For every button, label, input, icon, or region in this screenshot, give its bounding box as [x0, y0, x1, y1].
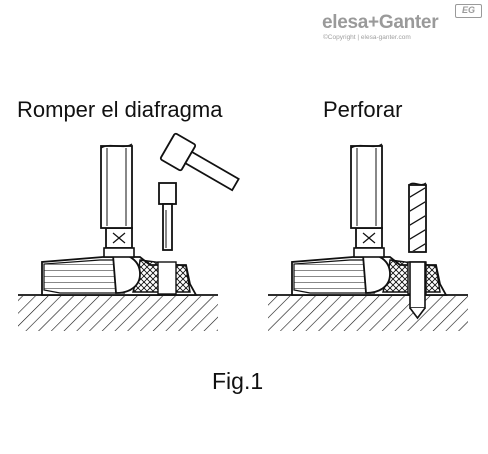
- levelling-foot-left: [41, 143, 198, 296]
- figure-label: Fig.1: [212, 368, 264, 394]
- copyright-notice: ©Copyright | elesa-ganter.com: [323, 34, 411, 41]
- caption-break-diaphragm: Romper el diafragma: [17, 97, 223, 122]
- punch-tool: [158, 182, 177, 251]
- logo-badge: EG: [455, 4, 482, 18]
- left-panel-drawing: [18, 132, 240, 331]
- brand-logo: elesa+Ganter: [322, 12, 439, 33]
- ground-right: [268, 294, 468, 331]
- drill-bit: [408, 182, 427, 320]
- caption-perforate: Perforar: [323, 97, 403, 122]
- hammer-tool: [159, 132, 240, 192]
- levelling-foot-right: [291, 143, 448, 296]
- ground-left: [18, 294, 218, 331]
- right-panel-drawing: [268, 143, 468, 331]
